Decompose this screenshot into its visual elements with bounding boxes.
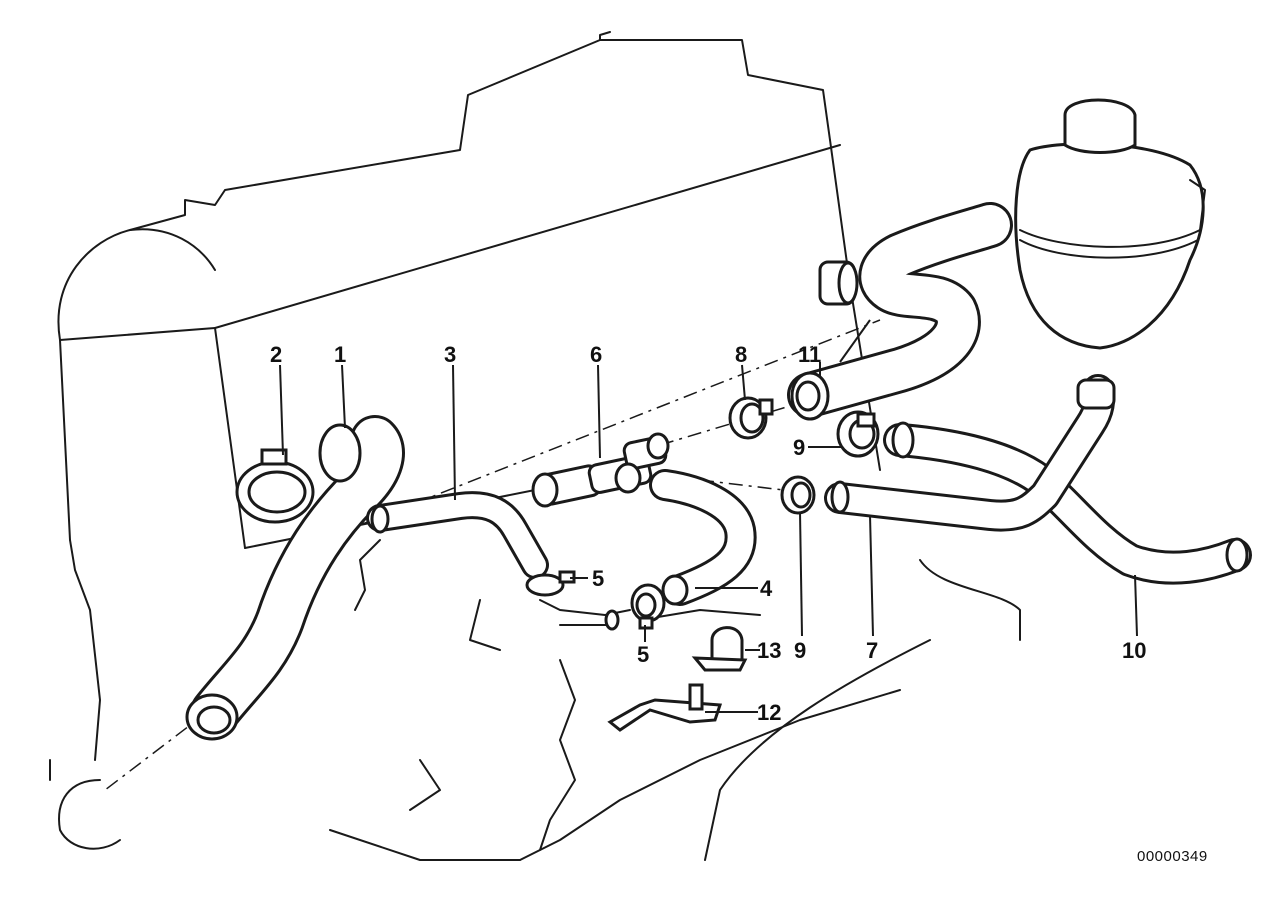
- callout-2: 2: [270, 342, 282, 367]
- hose-clamp-5-upper: [525, 570, 576, 597]
- callout-5-upper: 5: [592, 566, 604, 591]
- callout-5-lower: 5: [637, 642, 649, 667]
- engine-block-outline: [49, 31, 1021, 861]
- callout-1: 1: [334, 342, 346, 367]
- hose-4: [649, 469, 757, 606]
- hose-clamp-2: [235, 448, 315, 524]
- hose-10: [883, 421, 1252, 585]
- hose-3: [366, 491, 549, 579]
- callout-leaders: [279, 319, 1138, 713]
- hose-clamp-9-upper: [836, 410, 880, 458]
- callout-9-upper: 9: [793, 435, 805, 460]
- callout-6: 6: [590, 342, 602, 367]
- diagram-reference-number: 00000349: [1137, 848, 1208, 865]
- callout-7: 7: [866, 638, 878, 663]
- callout-labels: 2 1 3 6 8 11 9 5 4 5 13 9 7 10 12: [270, 342, 1146, 725]
- hose-clamp-8: [728, 396, 774, 440]
- callout-3: 3: [444, 342, 456, 367]
- expansion-tank: [1014, 98, 1206, 350]
- callout-9-lower: 9: [794, 638, 806, 663]
- tee-fitting-6: [531, 432, 670, 508]
- callout-11: 11: [798, 342, 821, 367]
- hose-sleeve: [818, 260, 859, 306]
- bracket-13: [691, 626, 748, 672]
- callout-12: 12: [757, 700, 781, 725]
- hose-7: [824, 374, 1116, 532]
- hose-11: [787, 202, 1013, 421]
- bracket-12: [607, 683, 723, 732]
- pipe-stub: [539, 599, 631, 631]
- callout-8: 8: [735, 342, 747, 367]
- callout-4: 4: [760, 576, 773, 601]
- callout-10: 10: [1122, 638, 1146, 663]
- callout-13: 13: [757, 638, 781, 663]
- hose-clamp-5-lower: [630, 583, 666, 630]
- hose-1: [185, 415, 405, 741]
- hose-clamp-9-lower: [780, 475, 816, 515]
